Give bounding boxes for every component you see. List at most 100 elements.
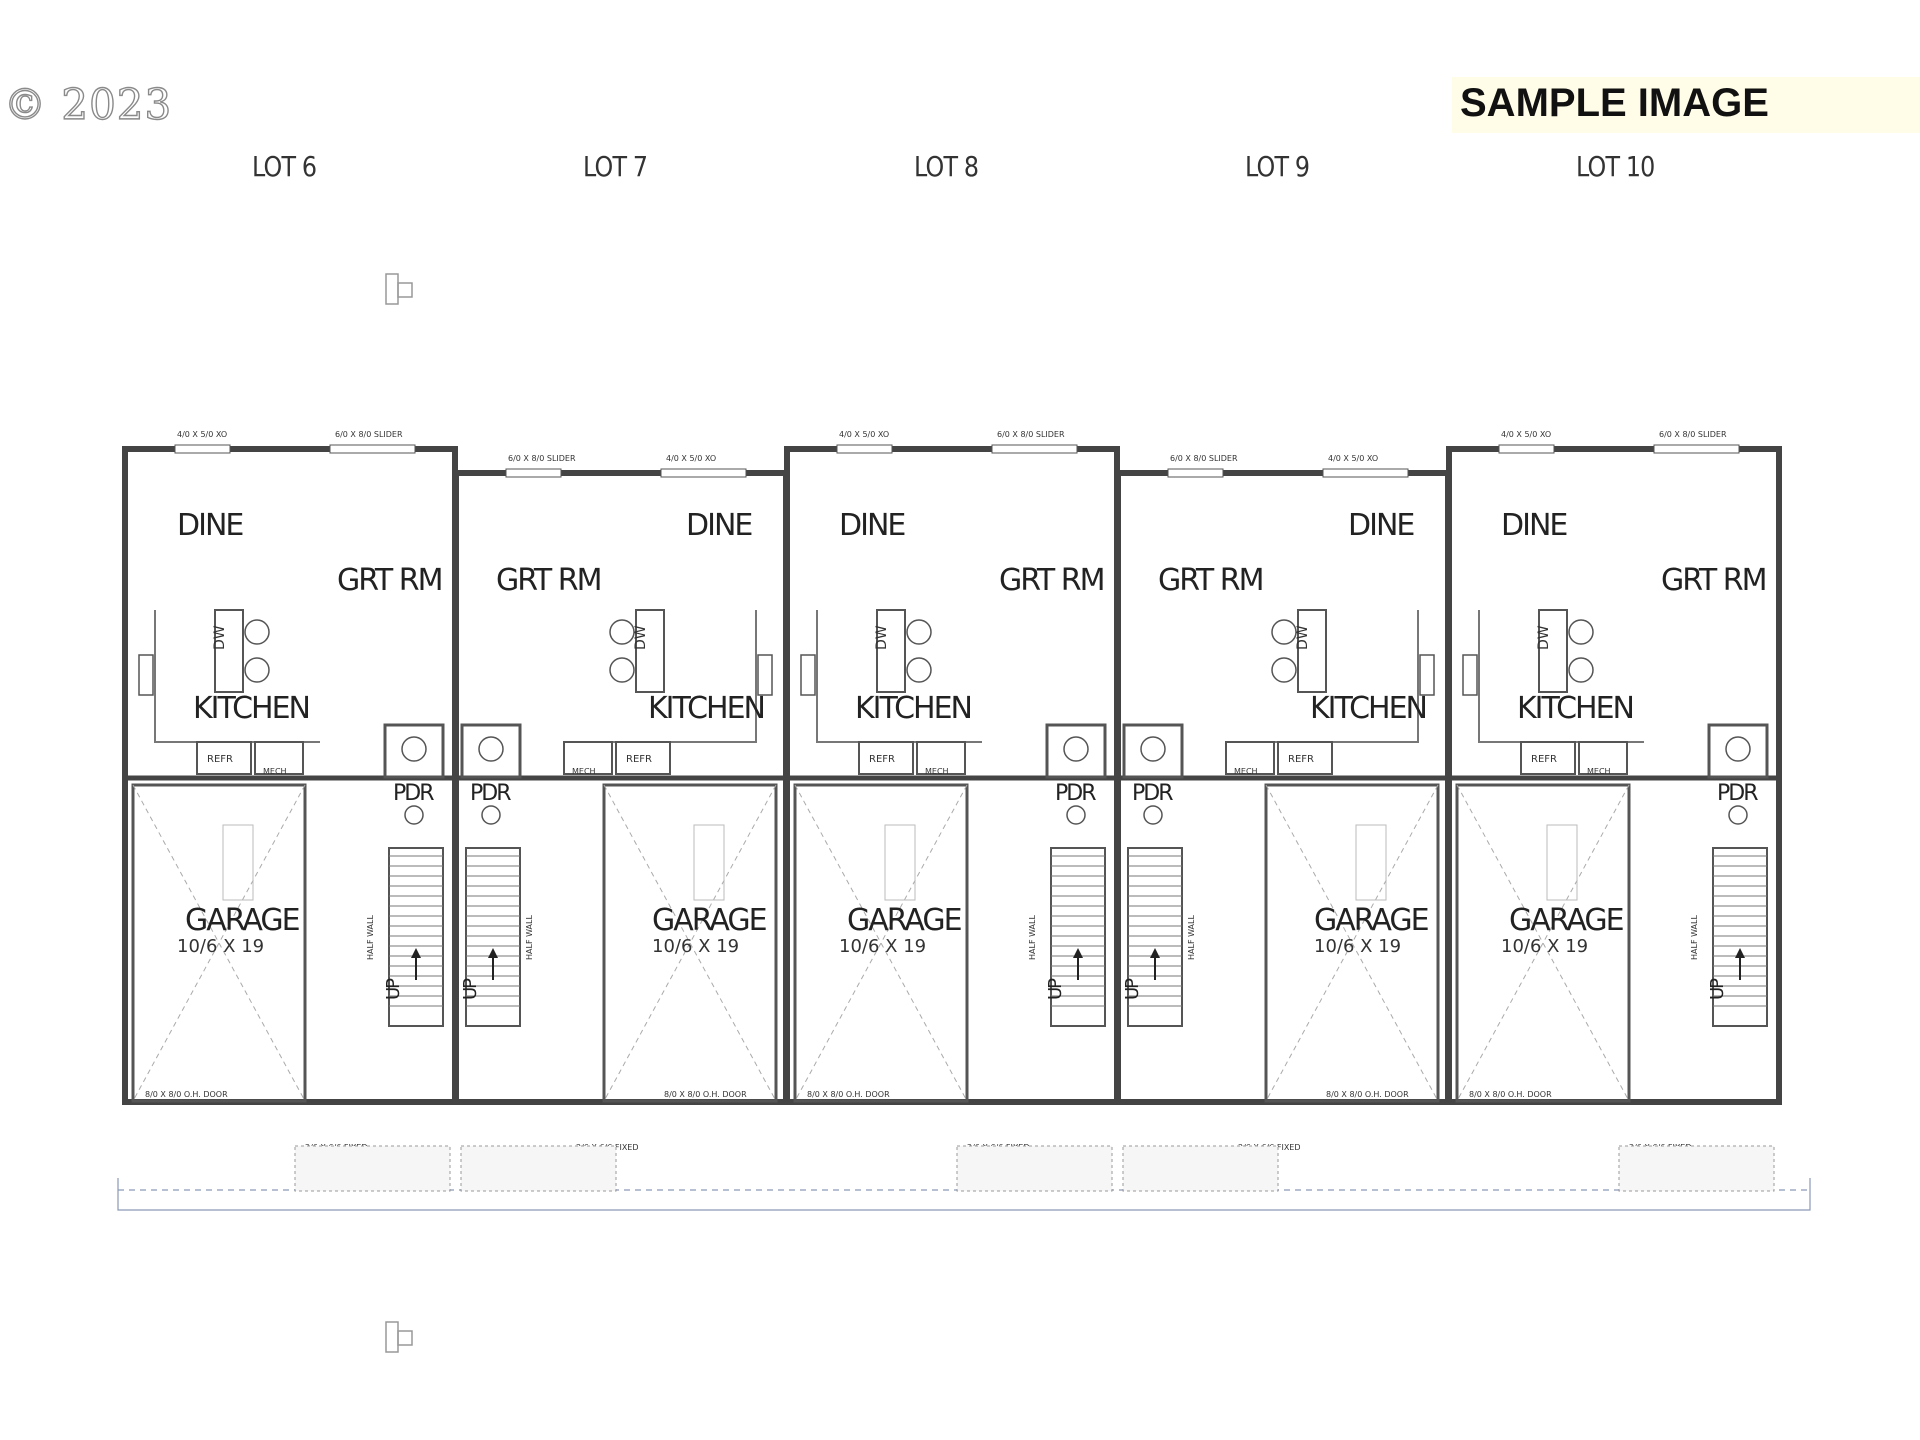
stool-icon — [244, 619, 270, 645]
pdr-sink-box — [1045, 723, 1107, 779]
room-label-garage: GARAGE — [1314, 903, 1429, 938]
stool-icon — [906, 619, 932, 645]
garage-size-label: 10/6 X 19 — [839, 936, 926, 957]
garage-door-swing — [794, 784, 968, 1102]
dishwasher-label: DW — [633, 625, 649, 650]
window-label-right: 4/0 X 5/0 XO — [666, 454, 716, 463]
room-label-dine: DINE — [1501, 508, 1567, 543]
stair — [388, 847, 444, 1027]
garage-size-label: 10/6 X 19 — [177, 936, 264, 957]
marker-icon-bottom — [385, 1321, 413, 1353]
dishwasher-label: DW — [874, 625, 890, 650]
garage-door-swing — [1456, 784, 1630, 1102]
garage-door-label: 8/0 X 8/0 O.H. DOOR — [1326, 1090, 1409, 1099]
parking-space — [222, 824, 254, 901]
kitchen-island — [214, 609, 244, 693]
garage-wall — [793, 783, 969, 1103]
half-wall-label: HALF WALL — [1690, 915, 1699, 960]
toilet-icon — [1728, 805, 1748, 825]
up-arrow-head-icon — [411, 948, 421, 958]
refrigerator-box — [1520, 741, 1576, 775]
range-icon — [757, 654, 773, 696]
garage-door-swing — [1265, 784, 1439, 1102]
lot-label-9: LOT 9 — [1245, 150, 1310, 183]
stool-icon — [609, 657, 635, 683]
lot-label-8: LOT 8 — [914, 150, 979, 183]
room-label-garage: GARAGE — [1509, 903, 1624, 938]
front-walk — [117, 1178, 1811, 1211]
up-arrow-head-icon — [1735, 948, 1745, 958]
range-icon — [1462, 654, 1478, 696]
garage-wall — [602, 783, 778, 1103]
room-label-kitchen: KITCHEN — [648, 691, 764, 726]
pdr-sink-box — [1122, 723, 1184, 779]
kitchen-island — [1538, 609, 1568, 693]
refrigerator-box — [1277, 741, 1333, 775]
window — [1653, 444, 1740, 454]
room-label-garage: GARAGE — [652, 903, 767, 938]
window-label-right: 4/0 X 5/0 XO — [1328, 454, 1378, 463]
garage-size-label: 10/6 X 19 — [652, 936, 739, 957]
room-label-dine: DINE — [686, 508, 752, 543]
porch — [460, 1145, 617, 1192]
dishwasher-label: DW — [1295, 625, 1311, 650]
garage-door-swing — [132, 784, 306, 1102]
window-label-left: 4/0 X 5/0 XO — [177, 430, 227, 439]
window-label-left: 6/0 X 8/0 SLIDER — [508, 454, 576, 463]
room-label-garage: GARAGE — [847, 903, 962, 938]
garage-door-label: 8/0 X 8/0 O.H. DOOR — [1469, 1090, 1552, 1099]
lot-label-6: LOT 6 — [252, 150, 317, 183]
sink-icon — [1063, 736, 1089, 762]
toilet-icon — [1066, 805, 1086, 825]
window — [1322, 468, 1409, 478]
window-label-left: 4/0 X 5/0 XO — [839, 430, 889, 439]
half-wall-label: HALF WALL — [366, 915, 375, 960]
mech-label: MECH — [1587, 767, 1611, 776]
window-label-right: 6/0 X 8/0 SLIDER — [997, 430, 1065, 439]
half-wall-label: HALF WALL — [525, 915, 534, 960]
stair — [465, 847, 521, 1027]
refr-label: REFR — [869, 754, 895, 765]
mech-box — [1578, 741, 1628, 775]
up-arrow-head-icon — [1073, 948, 1083, 958]
toilet-icon — [1143, 805, 1163, 825]
room-label-pdr: PDR — [470, 781, 511, 806]
stair-up-label: UP — [1122, 978, 1143, 1000]
room-label-kitchen: KITCHEN — [193, 691, 309, 726]
pdr-sink-box — [460, 723, 522, 779]
window — [1498, 444, 1555, 454]
range-icon — [800, 654, 816, 696]
refrigerator-box — [858, 741, 914, 775]
stool-icon — [906, 657, 932, 683]
garage-door-swing — [1456, 784, 1630, 1102]
window — [329, 444, 416, 454]
garage-door-label: 8/0 X 8/0 O.H. DOOR — [664, 1090, 747, 1099]
stair-up-label: UP — [383, 978, 404, 1000]
room-label-garage: GARAGE — [185, 903, 300, 938]
porch — [1122, 1145, 1279, 1192]
mech-label: MECH — [925, 767, 949, 776]
stool-icon — [1568, 619, 1594, 645]
porch — [956, 1145, 1113, 1192]
range-icon — [138, 654, 154, 696]
stool-icon — [1568, 657, 1594, 683]
refrigerator-box — [196, 741, 252, 775]
stair-up-label: UP — [1707, 978, 1728, 1000]
sample-image-text: SAMPLE IMAGE — [1460, 81, 1769, 125]
dishwasher-label: DW — [212, 625, 228, 650]
window — [991, 444, 1078, 454]
stair — [1050, 847, 1106, 1027]
garage-door-swing — [132, 784, 306, 1102]
window-label-right: 6/0 X 8/0 SLIDER — [335, 430, 403, 439]
pdr-sink-box — [383, 723, 445, 779]
garage-door-label: 8/0 X 8/0 O.H. DOOR — [807, 1090, 890, 1099]
sink-icon — [1140, 736, 1166, 762]
room-label-dine: DINE — [177, 508, 243, 543]
up-arrow-head-icon — [1150, 948, 1160, 958]
half-wall-label: HALF WALL — [1028, 915, 1037, 960]
window — [505, 468, 562, 478]
